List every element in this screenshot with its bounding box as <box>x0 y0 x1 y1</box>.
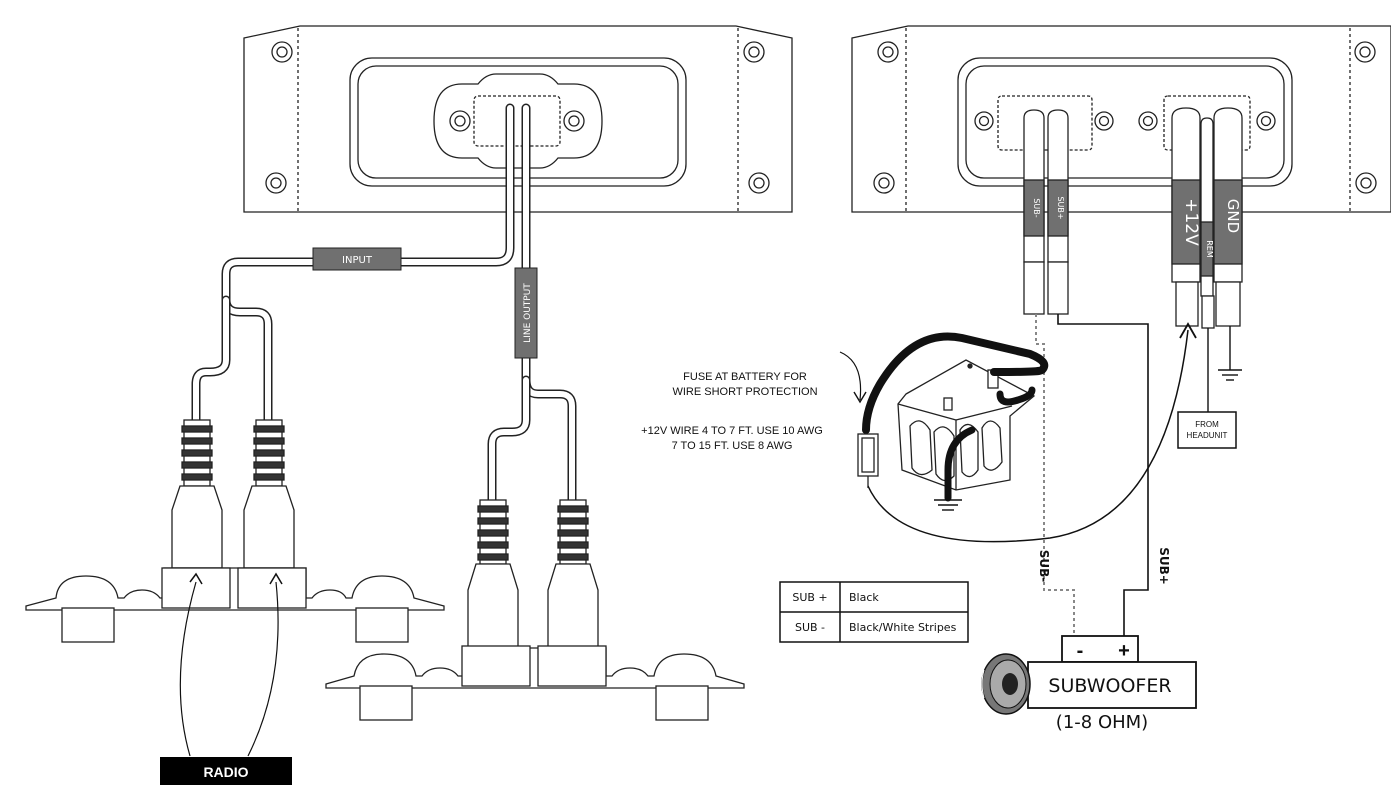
left-amplifier <box>243 25 793 213</box>
fuse-note-arrow-icon <box>839 351 862 401</box>
table-color-row1: Black <box>849 591 879 604</box>
input-sleeve: INPUT <box>312 247 402 271</box>
power-leads <box>1171 107 1243 329</box>
line-output-sleeve: LINE OUTPUT <box>514 267 538 359</box>
input-label: INPUT <box>342 255 373 266</box>
rca-plug-icon <box>243 419 295 569</box>
sub-minus-wire-label: SUB- <box>1037 550 1051 583</box>
plus12v-arrow-icon <box>1179 322 1197 339</box>
sub-plus-tag: SUB+ <box>1056 196 1065 219</box>
rca-plug-icon <box>547 499 599 649</box>
radio-label: RADIO <box>203 764 248 780</box>
sub-minus-wire <box>1035 314 1075 636</box>
battery-cables <box>862 332 1049 502</box>
radio-callout <box>179 572 283 757</box>
mount-screw-icon <box>748 172 770 194</box>
right-amplifier <box>851 25 1391 213</box>
battery-ground-icon <box>934 499 962 511</box>
fuse-note-line2: WIRE SHORT PROTECTION <box>672 386 817 398</box>
from-headunit-line1: FROM <box>1195 420 1219 429</box>
rca-jack-panel <box>25 567 445 643</box>
mount-screw-icon <box>873 172 895 194</box>
plus12v-wire <box>867 329 1189 543</box>
polarity-plus: + <box>1118 640 1130 662</box>
mount-screw-icon <box>265 172 287 194</box>
rca-connectors-output <box>325 499 745 721</box>
fuse-note-line1: FUSE AT BATTERY FOR <box>683 371 807 383</box>
port-screw-icon <box>563 110 585 132</box>
subwoofer-label: SUBWOOFER <box>1048 675 1171 697</box>
wire-color-table <box>779 581 969 643</box>
mount-screw-icon <box>743 41 765 63</box>
polarity-minus: - <box>1077 640 1084 662</box>
rca-plug-icon <box>171 419 223 569</box>
mount-screw-icon <box>1354 41 1376 63</box>
speaker-icon <box>981 653 1031 715</box>
port-screw-icon <box>974 111 994 131</box>
sub-minus-tag: SUB- <box>1032 198 1041 217</box>
rca-plug-icon <box>467 499 519 649</box>
mount-screw-icon <box>1355 172 1377 194</box>
plus12v-tag: +12V <box>1181 198 1201 246</box>
ground-icon <box>1218 326 1242 381</box>
battery-icon <box>897 359 1036 491</box>
wire-note-line2: 7 TO 15 FT. USE 8 AWG <box>672 440 793 452</box>
sub-plus-wire-label: SUB+ <box>1157 547 1171 585</box>
port-screw-icon <box>1138 111 1158 131</box>
subwoofer-terminal <box>1061 635 1139 663</box>
gnd-tag: GND <box>1224 199 1242 233</box>
table-color-row2: Black/White Stripes <box>849 621 957 634</box>
headunit-box <box>1177 411 1237 449</box>
table-terminal-row2: SUB - <box>795 621 825 634</box>
rca-jack-panel <box>325 645 745 721</box>
from-headunit-line2: HEADUNIT <box>1187 431 1228 440</box>
sub-plus-wire <box>1057 314 1149 636</box>
table-terminal-row1: SUB + <box>792 591 827 604</box>
radio-box <box>160 757 292 785</box>
speaker-leads <box>1023 109 1069 315</box>
rca-connectors-input <box>25 419 445 643</box>
mount-screw-icon <box>271 41 293 63</box>
rem-tag: REM <box>1205 240 1214 258</box>
wire-note-line1: +12V WIRE 4 TO 7 FT. USE 10 AWG <box>641 425 823 437</box>
port-screw-icon <box>1094 111 1114 131</box>
port-screw-icon <box>449 110 471 132</box>
port-screw-icon <box>1256 111 1276 131</box>
line-output-label: LINE OUTPUT <box>523 283 533 343</box>
impedance-label: (1-8 OHM) <box>1056 712 1148 733</box>
mount-screw-icon <box>877 41 899 63</box>
left-harness-cables <box>191 103 577 505</box>
subwoofer-box <box>1027 661 1197 709</box>
fuse-icon <box>857 433 879 488</box>
